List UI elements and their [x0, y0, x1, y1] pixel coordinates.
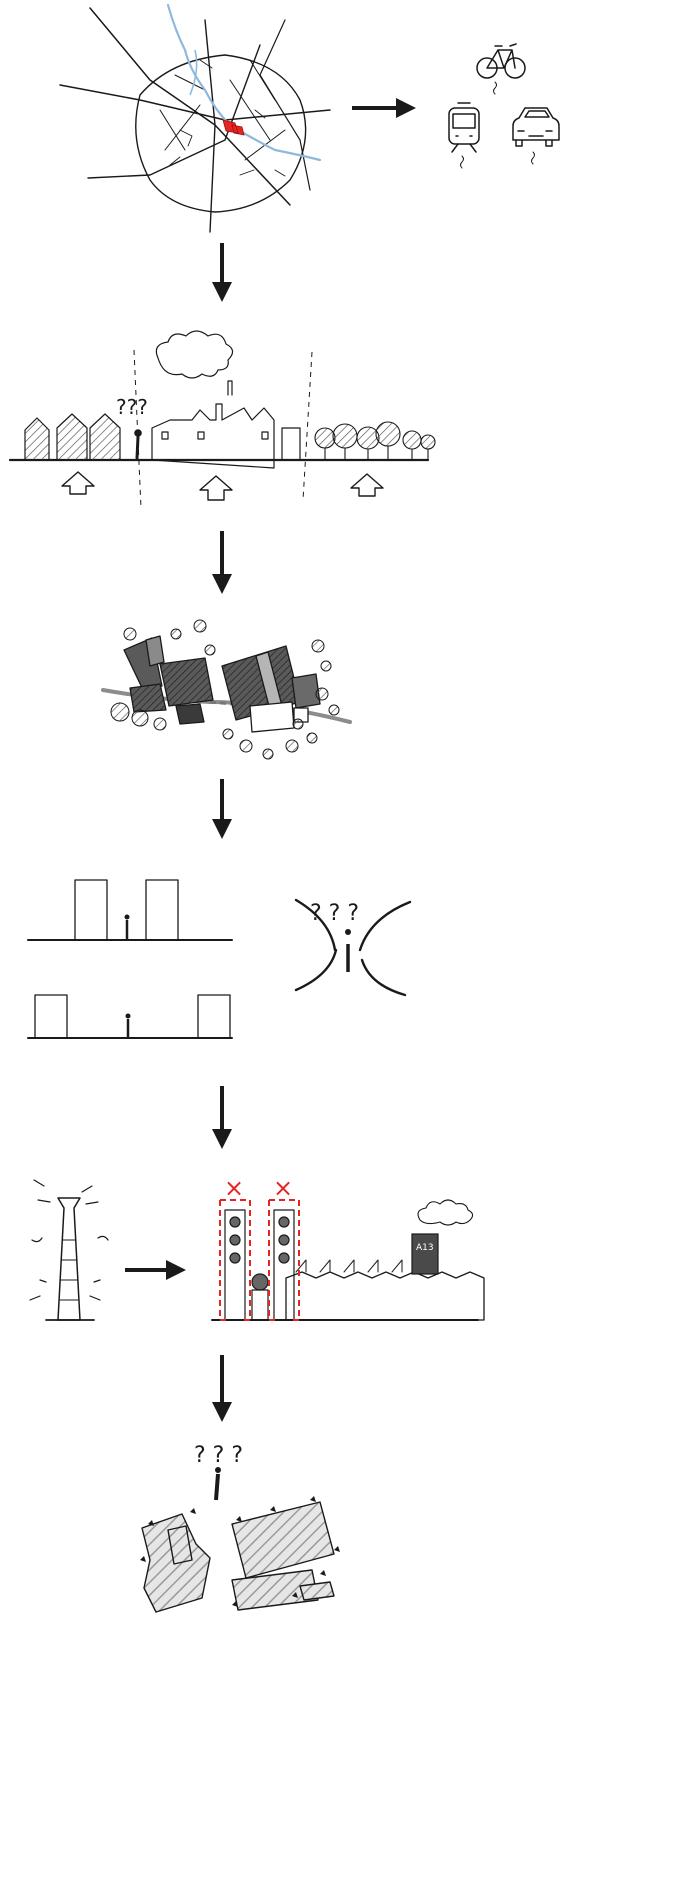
city-map [59, 3, 331, 233]
person-icon [125, 1013, 131, 1037]
trees [110, 619, 340, 760]
chimney-sign: A13 [416, 1243, 434, 1253]
final-site-plan: ? ? ? [140, 1443, 340, 1613]
arrow-up-outline-icon [61, 471, 95, 495]
junction-icon: ? ? ? [294, 898, 412, 997]
arrow-up-outline-icon [350, 473, 384, 497]
question-marks: ??? [116, 395, 148, 419]
chimney-icon [29, 1179, 109, 1321]
arrow-up-outline-icon [199, 475, 233, 501]
question-marks: ? ? ? [194, 1443, 243, 1468]
street-section: ??? [8, 330, 436, 509]
cloud-icon [417, 1199, 474, 1226]
houses [24, 413, 121, 461]
bicycle-icon [476, 43, 526, 95]
site-plan [101, 619, 352, 760]
cloud-icon [155, 330, 234, 379]
tram-icon [448, 102, 480, 169]
factory [151, 380, 301, 469]
person-icon [134, 429, 142, 460]
person-icon [214, 1467, 221, 1501]
street-proportion-sections [27, 879, 233, 1039]
cross-mark-icon: × [224, 1174, 244, 1202]
trees [314, 421, 436, 461]
car-icon [512, 107, 560, 165]
question-marks: ? ? ? [310, 901, 359, 926]
factory-transformation: A13 × × [211, 1174, 485, 1321]
cross-mark-icon: × [273, 1174, 293, 1202]
person-icon [124, 914, 130, 939]
